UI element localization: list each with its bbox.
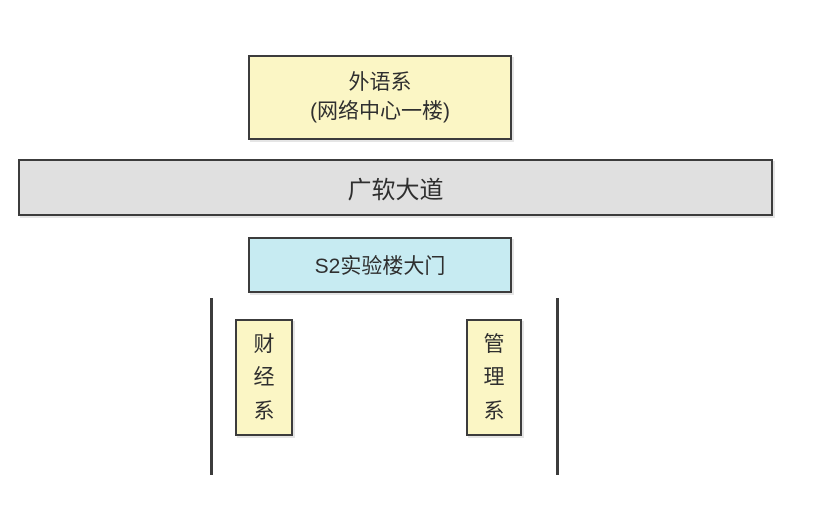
gate-label: S2实验楼大门 [314, 255, 446, 278]
foreign-language-dept-name: 外语系 [348, 70, 412, 94]
road-bar: 广软大道 [18, 159, 773, 216]
foreign-language-dept-location: (网络中心一楼) [310, 99, 450, 123]
foreign-language-dept-box: 外语系 (网络中心一楼) [248, 55, 512, 140]
gate-box: S2实验楼大门 [248, 237, 512, 293]
finance-dept-box: 财经系 [235, 319, 293, 436]
management-dept-box: 管理系 [466, 319, 522, 436]
road-label: 广软大道 [347, 177, 444, 204]
right-wall-line [556, 298, 559, 475]
left-wall-line [210, 298, 213, 475]
